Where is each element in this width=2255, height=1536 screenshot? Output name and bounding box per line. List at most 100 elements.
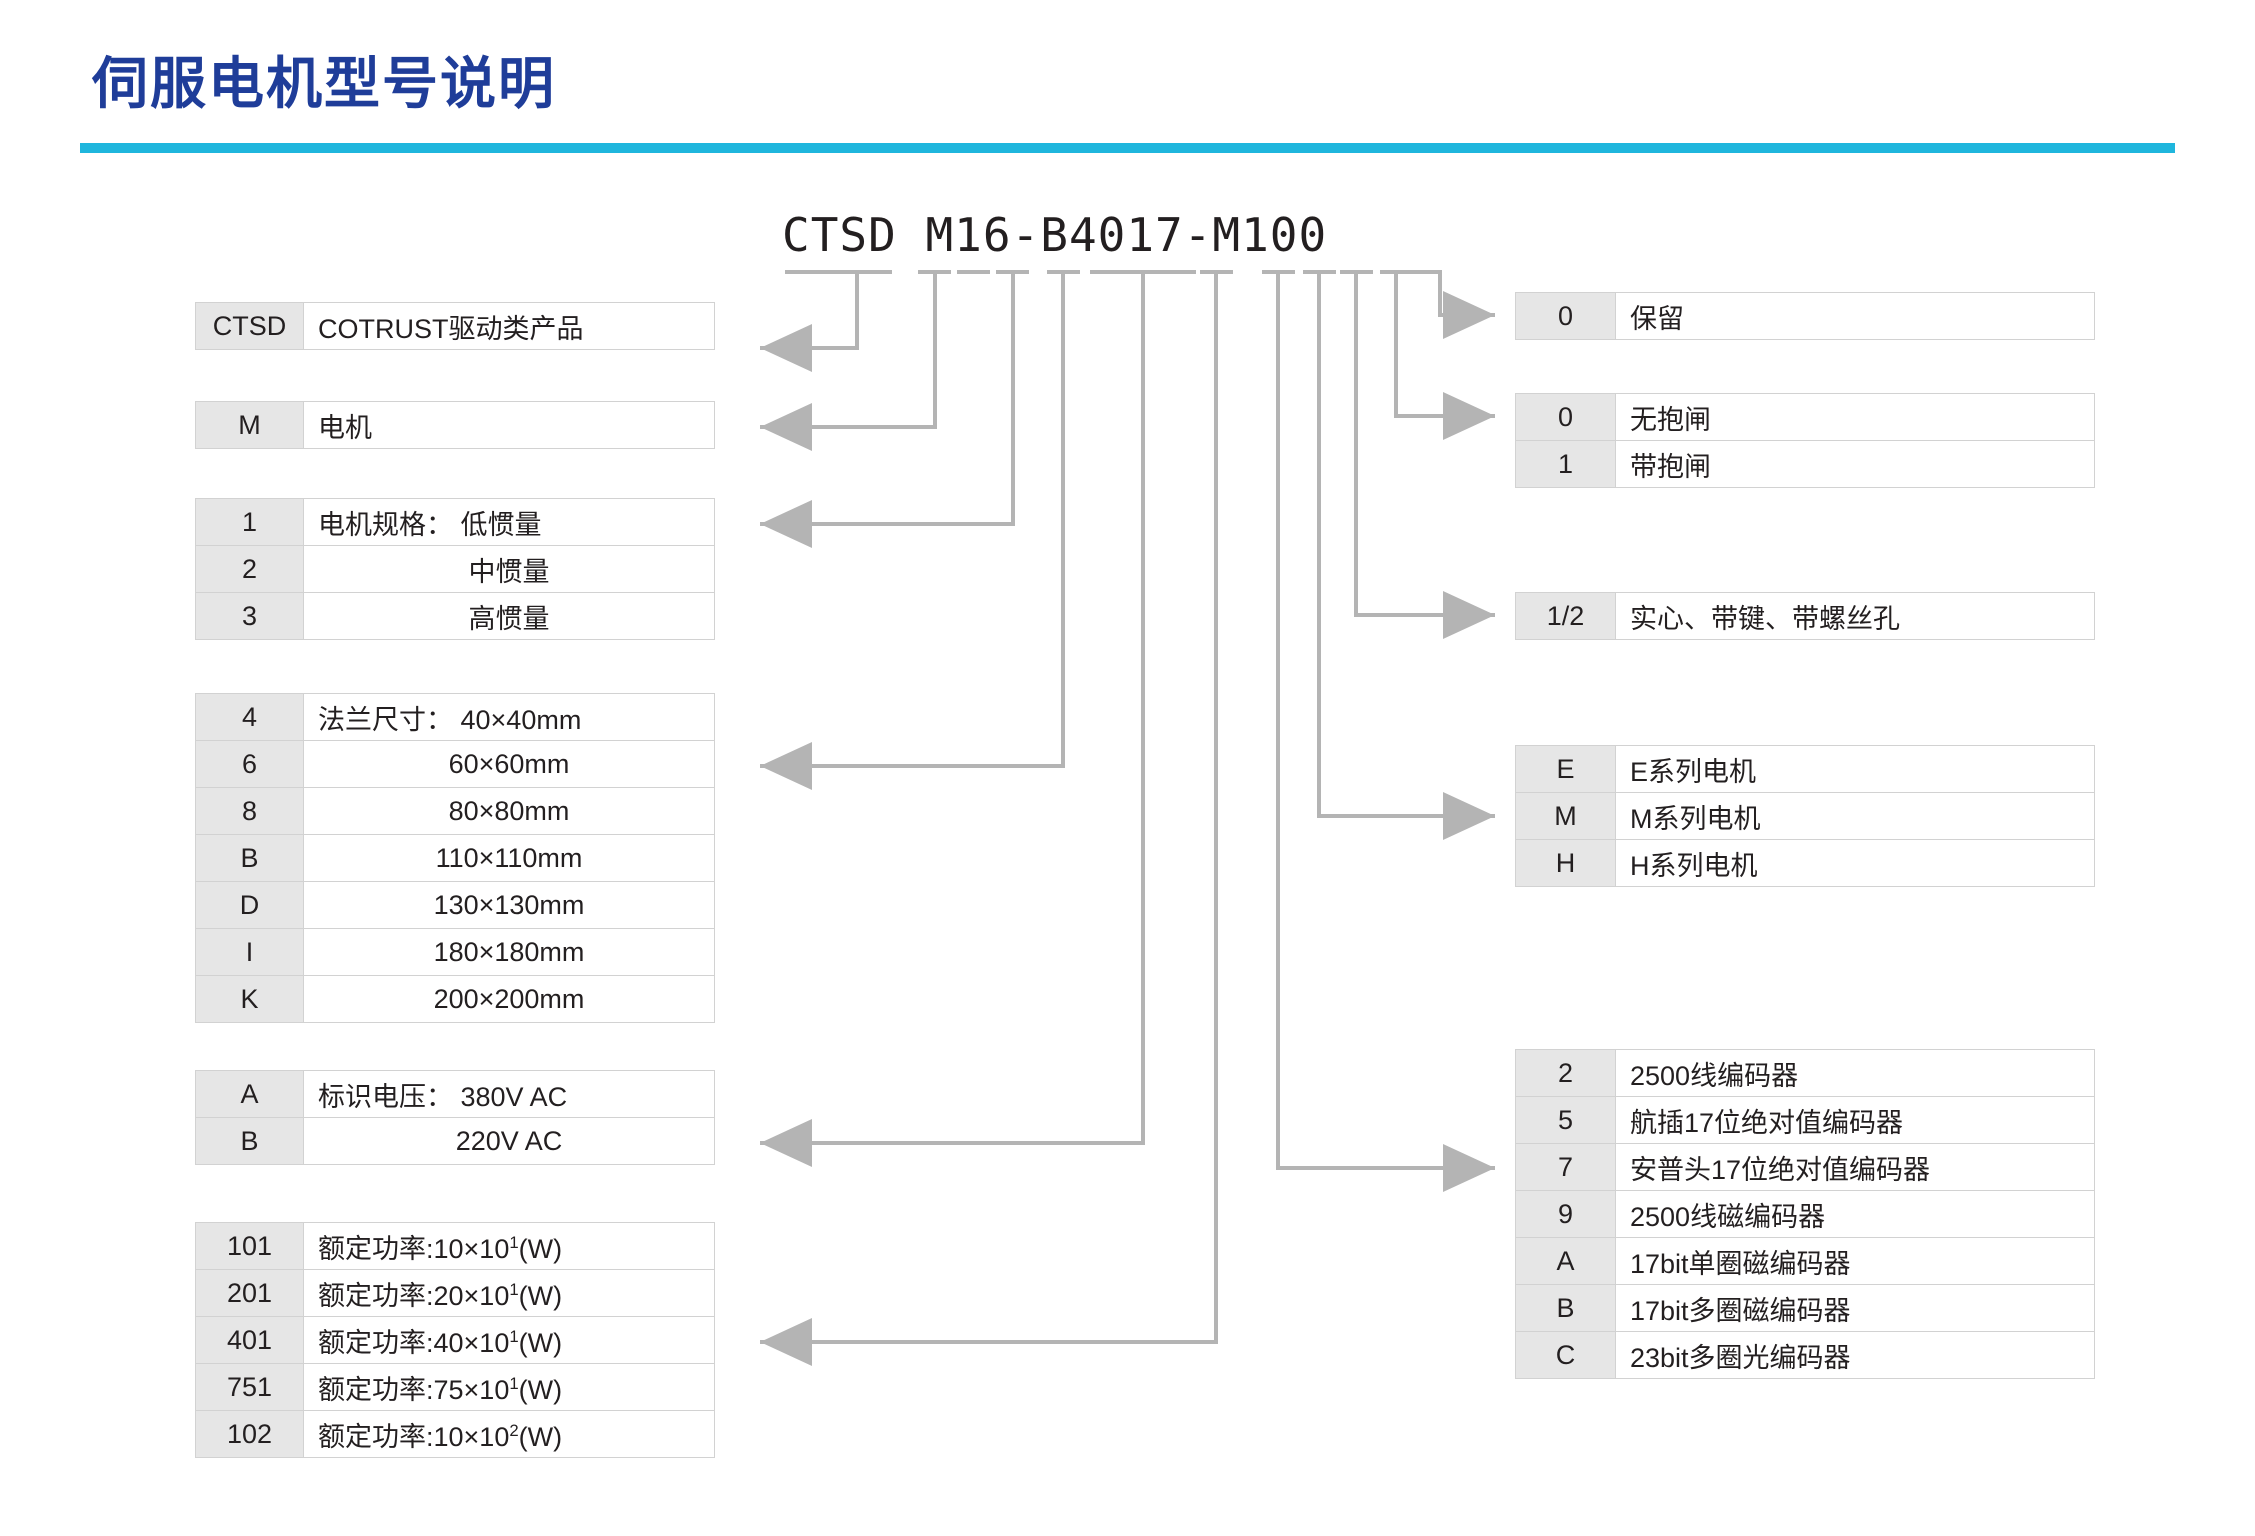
row-description-cell: COTRUST驱动类产品 [303, 302, 715, 350]
row-code-cell: 0 [1515, 292, 1616, 340]
row-description-cell: 保留 [1615, 292, 2095, 340]
row-description-cell: 17bit多圈磁编码器 [1615, 1284, 2095, 1332]
row-code-cell: CTSD [195, 302, 304, 350]
row-code-cell: I [195, 928, 304, 976]
exponent: 1 [509, 1232, 519, 1252]
exponent: 1 [509, 1326, 519, 1346]
row-code-cell: M [195, 401, 304, 449]
row-code-cell: B [1515, 1284, 1616, 1332]
row-description-cell: 带抱闸 [1615, 440, 2095, 488]
row-description-cell: 60×60mm [303, 740, 715, 788]
row-description-cell: 航插17位绝对值编码器 [1615, 1096, 2095, 1144]
row-description-cell: 电机规格： 低惯量 [303, 498, 715, 546]
row-code-cell: 1 [195, 498, 304, 546]
row-code-cell: B [195, 834, 304, 882]
row-code-cell: B [195, 1117, 304, 1165]
row-description-cell: 安普头17位绝对值编码器 [1615, 1143, 2095, 1191]
row-code-cell: 0 [1515, 393, 1616, 441]
row-description-cell: 2500线编码器 [1615, 1049, 2095, 1097]
row-code-cell: 1/2 [1515, 592, 1616, 640]
row-code-cell: 7 [1515, 1143, 1616, 1191]
row-description-cell: 实心、带键、带螺丝孔 [1615, 592, 2095, 640]
row-code-cell: 201 [195, 1269, 304, 1317]
row-code-cell: 3 [195, 592, 304, 640]
row-description-cell: 220V AC [303, 1117, 715, 1165]
title-underline-rule [80, 143, 2175, 153]
row-description-cell: 标识电压： 380V AC [303, 1070, 715, 1118]
row-description-cell: 无抱闸 [1615, 393, 2095, 441]
row-code-cell: 102 [195, 1410, 304, 1458]
row-code-cell: 101 [195, 1222, 304, 1270]
model-number-string: CTSD M16-B4017-M100 [782, 208, 1328, 262]
row-description-cell: 高惯量 [303, 592, 715, 640]
row-description-cell: 23bit多圈光编码器 [1615, 1331, 2095, 1379]
row-code-cell: C [1515, 1331, 1616, 1379]
row-code-cell: 8 [195, 787, 304, 835]
row-code-cell: A [1515, 1237, 1616, 1285]
row-description-cell: H系列电机 [1615, 839, 2095, 887]
row-code-cell: A [195, 1070, 304, 1118]
row-code-cell: E [1515, 745, 1616, 793]
row-description-cell: 80×80mm [303, 787, 715, 835]
exponent: 1 [509, 1373, 519, 1393]
row-description-cell: 额定功率:20×101(W) [303, 1269, 715, 1317]
row-code-cell: 6 [195, 740, 304, 788]
exponent: 1 [509, 1279, 519, 1299]
row-code-cell: 2 [195, 545, 304, 593]
row-code-cell: H [1515, 839, 1616, 887]
row-description-cell: 130×130mm [303, 881, 715, 929]
row-code-cell: K [195, 975, 304, 1023]
row-description-cell: 额定功率:40×101(W) [303, 1316, 715, 1364]
row-code-cell: 1 [1515, 440, 1616, 488]
row-description-cell: 额定功率:10×102(W) [303, 1410, 715, 1458]
page-title: 伺服电机型号说明 [92, 52, 556, 115]
row-code-cell: 4 [195, 693, 304, 741]
row-description-cell: 200×200mm [303, 975, 715, 1023]
row-description-cell: 中惯量 [303, 545, 715, 593]
row-description-cell: 电机 [303, 401, 715, 449]
row-description-cell: 额定功率:75×101(W) [303, 1363, 715, 1411]
row-code-cell: 401 [195, 1316, 304, 1364]
